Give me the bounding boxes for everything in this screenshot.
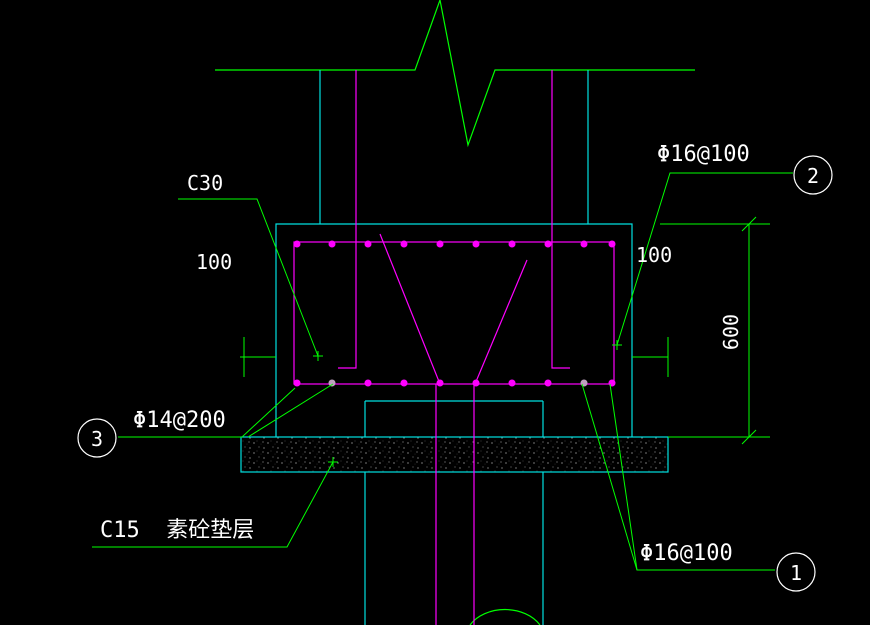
rebar-dot-top [508,240,516,248]
rebar-dot-bottom [544,379,552,387]
cover-right-label: 100 [636,243,672,267]
column-outline [319,70,589,224]
rebar-dot-bottom [436,379,444,387]
callout-number-1: 1 [790,561,802,585]
cushion-label: C15 素砼垫层 [100,518,254,543]
cap-outline [275,223,633,437]
rebar-cage [293,70,615,625]
rebar-dot-top [364,240,372,248]
leader-lines [92,172,793,571]
rebar-dot-top [580,240,588,248]
pile-outline [364,400,544,625]
callout-number-2: 2 [807,164,819,188]
callout-circle-3 [77,418,117,458]
callout-circle-2 [793,155,833,195]
break-line [215,0,695,148]
rebar-dot-bottom [580,379,588,387]
pile-arc [469,608,541,625]
rebar-dot-top [293,240,301,248]
rebar-dot-bottom [472,379,480,387]
rebar-dot-top [544,240,552,248]
rebar-side-label: Φ14@200 [133,408,226,433]
concrete-grade-label: C30 [187,171,223,195]
rebar-dot-top [328,240,336,248]
callout-circle-1 [776,552,816,592]
rebar-bottom-label: Φ16@100 [640,541,733,566]
rebar-dots [293,240,616,387]
rebar-top-label: Φ16@100 [657,142,750,167]
callout-number-3: 3 [91,427,103,451]
rebar-dot-bottom [400,379,408,387]
rebar-dot-bottom [328,379,336,387]
rebar-dot-top [436,240,444,248]
marker-crosses [313,340,622,467]
height-dimension-label: 600 [719,314,743,350]
rebar-dot-top [608,240,616,248]
rebar-dot-top [400,240,408,248]
rebar-dot-bottom [293,379,301,387]
cushion-layer [240,436,669,473]
rebar-dot-bottom [508,379,516,387]
rebar-dot-top [472,240,480,248]
cover-left-label: 100 [196,250,232,274]
rebar-dot-bottom [608,379,616,387]
rebar-dot-bottom [364,379,372,387]
